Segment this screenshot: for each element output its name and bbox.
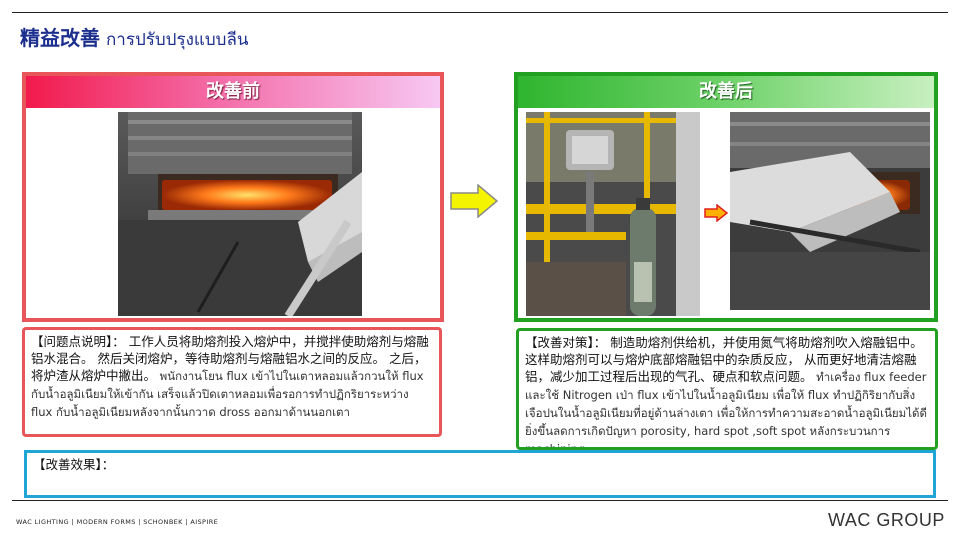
after-furnace-image <box>730 112 930 310</box>
small-arrow-icon <box>704 203 729 223</box>
after-flux-feeder-photo <box>526 112 700 316</box>
page-title: 精益改善 การปรับปรุงแบบลีน <box>20 22 248 53</box>
measure-text-zh: 【改善对策】： 制造助熔剂供给机，并使用氮气将助熔剂吹入熔融铝中。 这样助熔剂可… <box>525 335 923 384</box>
footer-logo: WAC GROUP <box>828 510 945 530</box>
problem-description-box: 【问题点说明】： 工作人员将助熔剂投入熔炉中，并搅拌使助熔剂与熔融铝水混合。 然… <box>22 327 442 437</box>
before-furnace-photo <box>118 112 362 316</box>
improvement-effect-box[interactable]: 【改善效果】： <box>24 450 936 498</box>
bottom-divider <box>12 500 948 501</box>
after-furnace-photo <box>730 112 930 310</box>
improvement-measure-box: 【改善对策】： 制造助熔剂供给机，并使用氮气将助熔剂吹入熔融铝中。 这样助熔剂可… <box>516 328 938 450</box>
before-panel: 改善前 <box>22 72 444 322</box>
after-panel-title: 改善后 <box>518 76 934 108</box>
big-arrow-icon <box>450 183 499 219</box>
after-flux-feeder-image <box>526 112 700 316</box>
after-panel: 改善后 <box>514 72 938 322</box>
footer-brands: WAC LIGHTING | MODERN FORMS | SCHONBEK |… <box>16 518 219 526</box>
page-title-zh: 精益改善 <box>20 26 100 50</box>
before-panel-title: 改善前 <box>26 76 440 108</box>
top-divider <box>12 12 948 13</box>
before-furnace-image <box>118 112 362 316</box>
measure-text-th: ทำเครื่อง flux feeder และใช้ Nitrogen เป… <box>525 370 927 450</box>
problem-text-zh: 【问题点说明】： 工作人员将助熔剂投入熔炉中，并搅拌使助熔剂与熔融铝水混合。 然… <box>31 334 429 383</box>
problem-text-th: พนักงานโยน flux เข้าไปในเตาหลอมแล้วกวนให… <box>31 369 424 419</box>
page-title-th: การปรับปรุงแบบลีน <box>106 30 249 50</box>
effect-label: 【改善效果】： <box>33 457 115 472</box>
